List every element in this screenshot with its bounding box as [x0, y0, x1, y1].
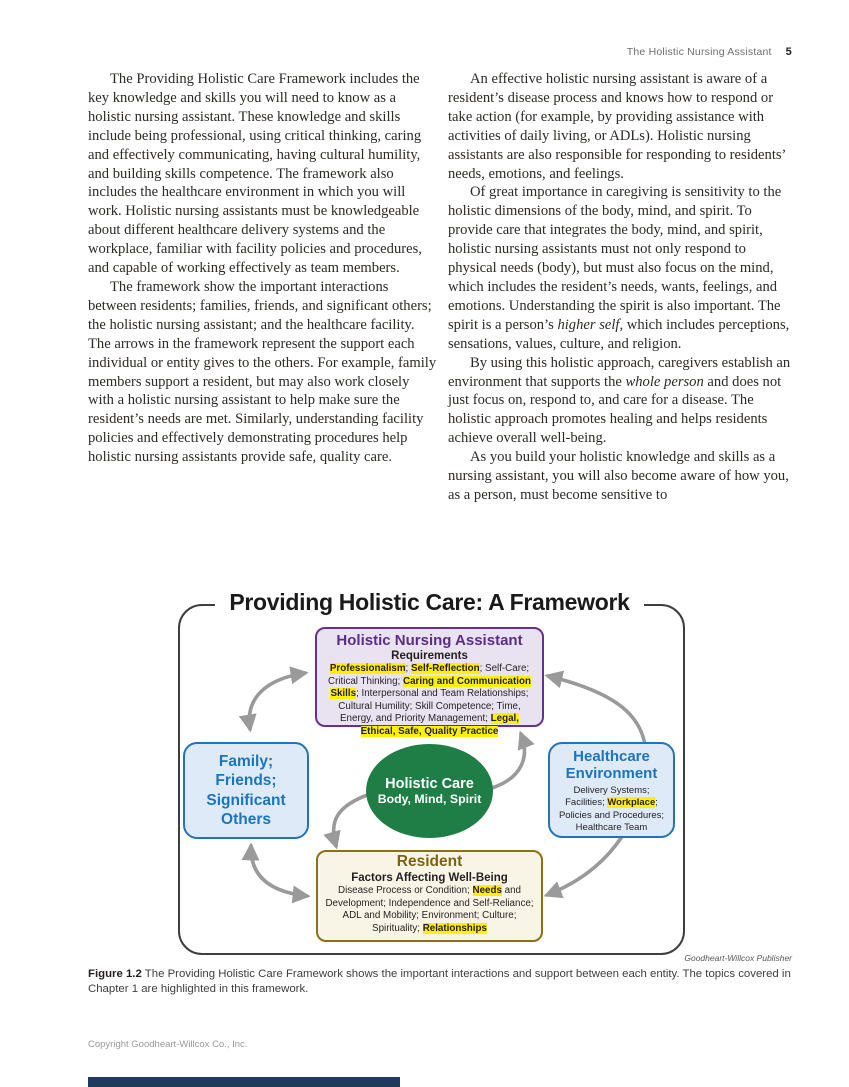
node-title: Holistic Nursing Assistant: [336, 632, 523, 649]
node-body: Disease Process or Condition; Needs and …: [325, 885, 534, 934]
node-title: Family; Friends; Significant Others: [206, 752, 286, 829]
footer-bar: [88, 1077, 400, 1087]
publisher-credit: Goodheart-Willcox Publisher: [684, 953, 792, 963]
page-number: 5: [785, 46, 792, 58]
body-paragraph: An effective holistic nursing assistant …: [448, 71, 786, 182]
node-family-friends: Family; Friends; Significant Others: [183, 742, 309, 839]
node-subtitle: Body, Mind, Spirit: [377, 792, 482, 806]
node-subtitle: Factors Affecting Well-Being: [351, 872, 508, 884]
node-healthcare-environment: Healthcare Environment Delivery Systems;…: [548, 742, 675, 838]
figure-caption: Figure 1.2 The Providing Holistic Care F…: [88, 967, 796, 997]
figure-caption-label: Figure 1.2: [88, 968, 142, 980]
arrow-family-assistant: [238, 666, 309, 733]
node-holistic-nursing-assistant: Holistic Nursing Assistant Requirements …: [315, 627, 544, 737]
running-head-title: The Holistic Nursing Assistant: [626, 46, 772, 58]
body-paragraph: The Providing Holistic Care Framework in…: [88, 71, 422, 277]
node-title: Resident: [396, 853, 463, 870]
arrow-care-assistant: [487, 730, 535, 791]
node-resident: Resident Factors Affecting Well-Being Di…: [316, 850, 543, 942]
node-body: Professionalism; Self-Reflection; Self-C…: [328, 663, 531, 737]
body-column-right: An effective holistic nursing assistant …: [448, 70, 794, 505]
copyright-line: Copyright Goodheart-Willcox Co., Inc.: [88, 1039, 248, 1050]
body-column-left: The Providing Holistic Care Framework in…: [88, 70, 438, 467]
node-body: Delivery Systems; Facilities; Workplace;…: [558, 785, 665, 833]
running-head: The Holistic Nursing Assistant 5: [627, 46, 792, 58]
body-paragraph: Of great importance in caregiving is sen…: [448, 184, 790, 352]
node-title: Holistic Care: [385, 776, 474, 792]
arrow-care-resident: [323, 792, 372, 850]
figure-caption-text: The Providing Holistic Care Framework sh…: [88, 968, 791, 995]
arrow-family-resident: [241, 842, 311, 904]
node-title: Healthcare Environment: [565, 748, 658, 782]
body-paragraph: By using this holistic approach, caregiv…: [448, 354, 791, 447]
node-subtitle: Requirements: [391, 650, 468, 662]
body-paragraph: The framework show the important interac…: [88, 278, 437, 466]
body-paragraph: As you build your holistic knowledge and…: [448, 449, 789, 503]
figure-title: Providing Holistic Care: A Framework: [178, 589, 681, 616]
node-holistic-care: Holistic Care Body, Mind, Spirit: [366, 744, 493, 838]
